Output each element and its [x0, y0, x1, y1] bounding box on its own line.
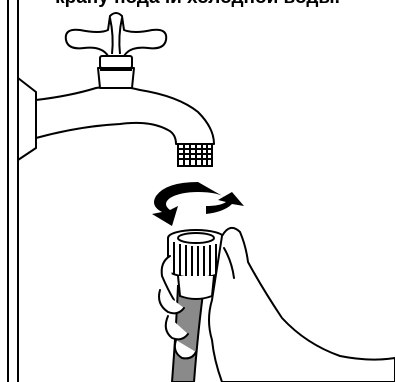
tap-handle — [66, 13, 166, 68]
threaded-spout — [178, 144, 212, 166]
wall — [8, 0, 18, 382]
rotate-arrow-icon — [152, 182, 244, 226]
